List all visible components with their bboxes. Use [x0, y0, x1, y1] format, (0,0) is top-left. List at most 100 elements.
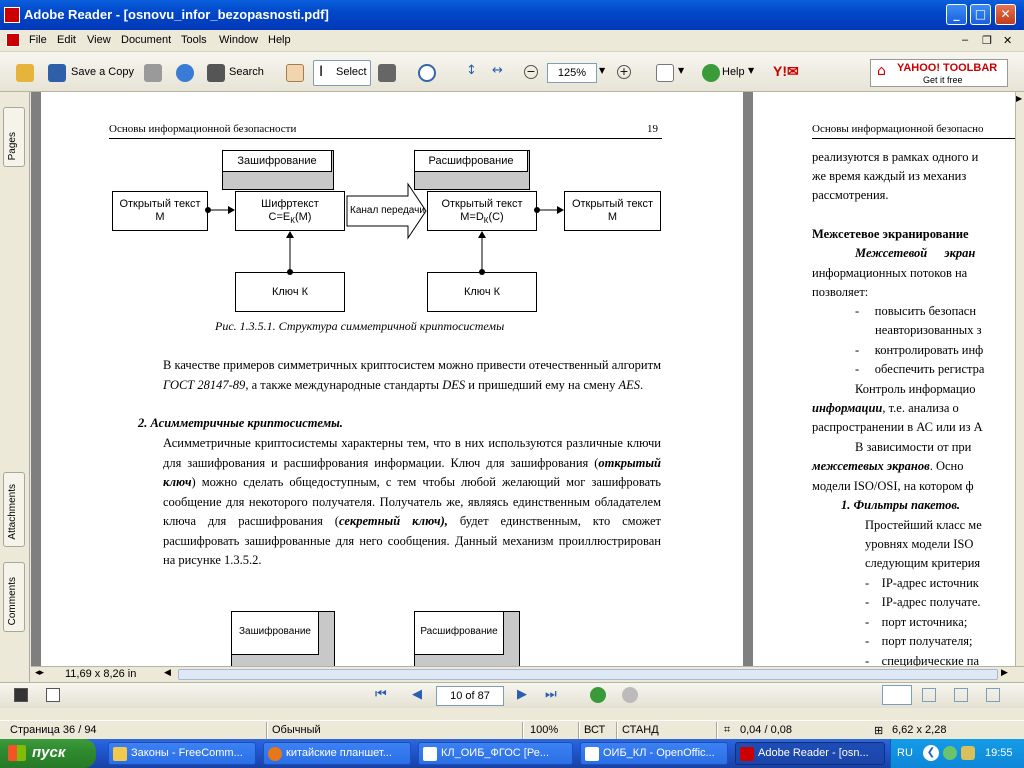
- last-page-button[interactable]: ⏭: [545, 687, 557, 702]
- save-copy-button[interactable]: Save a Copy: [71, 66, 134, 78]
- task-item[interactable]: Законы - FreeComm...: [108, 742, 256, 765]
- status-separator: [266, 722, 268, 739]
- fit-page-icon[interactable]: ↕: [466, 63, 477, 78]
- scroll-up-icon[interactable]: ▶: [1016, 94, 1023, 103]
- menu-document[interactable]: Document: [121, 34, 172, 46]
- menu-file[interactable]: File: [29, 34, 47, 46]
- previous-page-button[interactable]: ◀: [412, 687, 422, 702]
- resize-handle-icon[interactable]: ◂▸: [35, 668, 45, 678]
- tab-attachments[interactable]: Attachments: [3, 472, 25, 547]
- continuous-layout-icon[interactable]: [922, 688, 936, 702]
- zoom-level-field[interactable]: 125%: [547, 63, 597, 83]
- document-icon[interactable]: [6, 33, 20, 47]
- task-item[interactable]: КЛ_ОИБ_ФГОС [Ре...: [418, 742, 573, 765]
- open-folder-icon[interactable]: [16, 64, 34, 82]
- tray-network-icon[interactable]: [961, 746, 975, 760]
- document-panel-icon[interactable]: [46, 688, 60, 702]
- toolbar: Save a Copy Search I Select ↕ ↔ − 125% ▼…: [0, 52, 1024, 92]
- print-icon[interactable]: [144, 64, 162, 82]
- diagram-connectors: [205, 206, 564, 275]
- menu-help[interactable]: Help: [268, 34, 291, 46]
- right-bullet-1: - повысить безопасн: [855, 304, 977, 318]
- doc-minimize-icon[interactable]: –: [962, 34, 969, 46]
- scroll-left-icon[interactable]: ◀: [164, 668, 171, 678]
- adobe-reader-icon[interactable]: [4, 7, 20, 23]
- start-button[interactable]: пуск: [0, 739, 96, 768]
- fit-width-icon[interactable]: ↔: [492, 63, 503, 78]
- zoom-in-button[interactable]: +: [617, 65, 631, 79]
- doc-restore-icon[interactable]: ❐: [982, 35, 992, 47]
- hand-tool-icon[interactable]: [286, 64, 304, 82]
- search-binoculars-icon[interactable]: [207, 64, 225, 82]
- ciphertext-box: Шифртекст C=EК(M): [235, 191, 345, 231]
- right-bullet2-3: - порт источника;: [865, 615, 968, 629]
- right-line-2: же время каждый из механиз: [812, 169, 967, 183]
- page-right-header: Основы информационной безопасно: [812, 123, 984, 135]
- full-screen-icon[interactable]: [14, 688, 28, 702]
- right-heading-firewall: Межсетевое экранирование: [812, 227, 969, 241]
- size-icon: ⊞: [874, 725, 884, 737]
- zoom-dropdown-icon[interactable]: ▼: [599, 66, 606, 75]
- go-back-icon[interactable]: [590, 687, 606, 703]
- yahoo-toolbar-button[interactable]: ⌂ YAHOO! TOOLBAR Get it free: [870, 59, 1008, 87]
- menu-tools[interactable]: Tools: [181, 34, 207, 46]
- window-title: Adobe Reader - [osnovu_infor_bezopasnost…: [24, 7, 329, 22]
- single-page-layout-button[interactable]: [882, 685, 912, 705]
- zoom-in-tool-icon[interactable]: [418, 64, 436, 82]
- title-bar: Adobe Reader - [osnovu_infor_bezopasnost…: [0, 0, 1024, 30]
- task-item[interactable]: ОИБ_КЛ - OpenOffic...: [580, 742, 728, 765]
- header-rule: [109, 138, 662, 139]
- page-layout-dropdown-icon[interactable]: ▼: [678, 66, 685, 75]
- first-page-button[interactable]: ⏮: [375, 687, 387, 702]
- tab-pages[interactable]: Pages: [3, 107, 25, 167]
- horizontal-scrollbar[interactable]: [178, 669, 998, 680]
- continuous-facing-layout-icon[interactable]: [986, 688, 1000, 702]
- email-icon[interactable]: [176, 64, 194, 82]
- tab-comments[interactable]: Comments: [3, 562, 25, 632]
- page-number-field[interactable]: 10 of 87: [436, 686, 504, 706]
- yahoo-y-icon[interactable]: Y!✉: [773, 63, 799, 79]
- tray-app-icon[interactable]: [943, 746, 957, 760]
- vertical-scrollbar[interactable]: ▶: [1015, 92, 1024, 666]
- tray-expand-icon[interactable]: ❮: [923, 745, 939, 761]
- task-item-active[interactable]: Adobe Reader - [osn...: [735, 742, 885, 765]
- windows-logo-icon: [8, 745, 26, 761]
- facing-layout-icon[interactable]: [954, 688, 968, 702]
- close-button[interactable]: ✕: [995, 4, 1016, 25]
- menu-window[interactable]: Window: [219, 34, 259, 46]
- encrypt-block: Зашифрование: [222, 150, 334, 190]
- go-forward-icon[interactable]: [622, 687, 638, 703]
- clock[interactable]: 19:55: [985, 747, 1013, 759]
- page-layout-icon[interactable]: [656, 64, 674, 82]
- right-bullet-3: - обеспечить регистра: [855, 362, 985, 376]
- status-bar: Страница 36 / 94 Обычный 100% ВСТ СТАНД …: [0, 720, 1024, 739]
- menu-edit[interactable]: Edit: [57, 34, 76, 46]
- help-button[interactable]: Help: [722, 66, 745, 78]
- text-cursor-icon: I: [319, 64, 324, 80]
- status-insert-mode: ВСТ: [584, 724, 606, 736]
- menu-view[interactable]: View: [87, 34, 111, 46]
- channel-arrow: [346, 182, 427, 240]
- page-right: Основы информационной безопасно реализую…: [753, 92, 1015, 666]
- firefox-icon: [268, 747, 282, 761]
- task-item[interactable]: китайские планшет...: [263, 742, 411, 765]
- maximize-button[interactable]: □: [970, 4, 991, 25]
- key-box-decrypt: Ключ К: [427, 272, 537, 312]
- help-dropdown-icon[interactable]: ▼: [748, 66, 755, 75]
- save-copy-icon[interactable]: [48, 64, 66, 82]
- scroll-right-icon[interactable]: ▶: [1001, 668, 1008, 678]
- document-viewport[interactable]: Основы информационной безопасности 19 За…: [31, 92, 1015, 666]
- zoom-out-button[interactable]: −: [524, 65, 538, 79]
- help-icon[interactable]: [702, 64, 720, 82]
- key-box-encrypt: Ключ К: [235, 272, 345, 312]
- status-position: 0,04 / 0,08: [740, 724, 792, 736]
- minimize-button[interactable]: _: [946, 4, 967, 25]
- next-page-button[interactable]: ▶: [517, 687, 527, 702]
- snapshot-camera-icon[interactable]: [378, 64, 396, 82]
- language-indicator[interactable]: RU: [897, 747, 913, 759]
- doc-close-icon[interactable]: ✕: [1003, 35, 1013, 47]
- right-line-1: реализуются в рамках одного и: [812, 150, 979, 164]
- system-tray: RU ❮ 19:55: [890, 739, 1024, 768]
- search-button[interactable]: Search: [229, 66, 264, 78]
- select-tool-button[interactable]: I Select: [313, 60, 371, 86]
